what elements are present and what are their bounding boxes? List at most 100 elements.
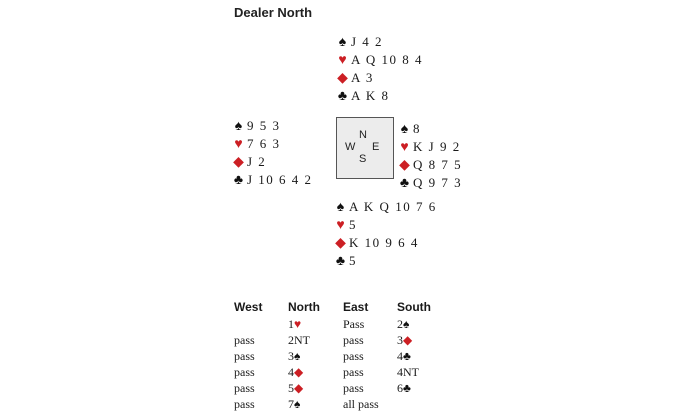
- east-hearts-cards: K J 9 2: [413, 139, 461, 154]
- bid-text: Pass: [343, 317, 365, 331]
- bid-suit-icon: ♠: [294, 397, 301, 411]
- bid-text: 2: [397, 317, 403, 331]
- south-spades-line: ♠ A K Q 10 7 6: [334, 198, 437, 216]
- bid-text: pass: [234, 333, 255, 347]
- spades-icon: ♠: [336, 200, 345, 215]
- east-clubs-line: ♣Q 9 7 3: [398, 174, 462, 192]
- bid-south: 6♣: [397, 380, 411, 396]
- bid-text: all pass: [343, 397, 379, 411]
- south-diamonds-line: ◆K 10 9 6 4: [334, 234, 437, 252]
- bid-south: 4♣: [397, 348, 411, 364]
- bid-east: pass: [343, 380, 364, 396]
- bid-east: all pass: [343, 396, 379, 412]
- west-hearts-cards: 7 6 3: [247, 136, 281, 151]
- bid-suit-icon: ♠: [294, 349, 301, 363]
- bid-north: 7♠: [288, 396, 300, 412]
- bid-north: 4◆: [288, 364, 303, 380]
- south-clubs-cards: 5: [349, 253, 357, 268]
- bid-suit-icon: ◆: [294, 381, 304, 395]
- bid-text: pass: [343, 381, 364, 395]
- header-south: South: [397, 300, 431, 314]
- west-diamonds-line: ◆J 2: [232, 153, 313, 171]
- diamonds-icon: ◆: [335, 236, 346, 251]
- hearts-icon: ♥: [400, 140, 409, 155]
- bid-north: 2NT: [288, 332, 310, 348]
- bid-north: 3♠: [288, 348, 300, 364]
- south-hearts-cards: 5: [349, 217, 357, 232]
- bid-text: 6: [397, 381, 403, 395]
- west-spades-line: ♠ 9 5 3: [232, 117, 313, 135]
- compass-north-label: N: [359, 129, 367, 141]
- bid-text: pass: [343, 333, 364, 347]
- bid-east: Pass: [343, 316, 364, 332]
- bid-west: pass: [234, 332, 255, 348]
- clubs-icon: ♣: [399, 176, 410, 191]
- hearts-icon: ♥: [234, 137, 243, 152]
- spades-icon: ♠: [400, 122, 409, 137]
- bid-south: 2♠: [397, 316, 409, 332]
- bid-text: pass: [234, 381, 255, 395]
- east-diamonds-cards: Q 8 7 5: [413, 157, 463, 172]
- spades-icon: ♠: [338, 35, 347, 50]
- compass-east-label: E: [372, 141, 380, 153]
- diamonds-icon: ◆: [399, 158, 410, 173]
- south-diamonds-cards: K 10 9 6 4: [349, 235, 419, 250]
- east-diamonds-line: ◆Q 8 7 5: [398, 156, 462, 174]
- bid-west: pass: [234, 396, 255, 412]
- north-clubs-line: ♣A K 8: [336, 87, 423, 105]
- south-hand: ♠A K Q 10 7 6♥5◆K 10 9 6 4♣5: [334, 198, 437, 270]
- bid-east: pass: [343, 332, 364, 348]
- bid-east: pass: [343, 364, 364, 380]
- west-hand: ♠9 5 3♥7 6 3◆J 2♣J 10 6 4 2: [232, 117, 313, 189]
- bid-text: 3: [288, 349, 294, 363]
- east-clubs-cards: Q 9 7 3: [413, 175, 463, 190]
- diamonds-icon: ◆: [233, 155, 244, 170]
- east-spades-cards: 8: [413, 121, 421, 136]
- header-west: West: [234, 300, 263, 314]
- bid-text: 1: [288, 317, 294, 331]
- bid-north: 1♥: [288, 316, 301, 332]
- bid-text: 2NT: [288, 333, 310, 347]
- bid-text: 4: [397, 349, 403, 363]
- bid-text: pass: [234, 397, 255, 411]
- spades-icon: ♠: [234, 119, 243, 134]
- east-hand: ♠8♥K J 9 2◆Q 8 7 5♣Q 9 7 3: [398, 120, 462, 192]
- bid-suit-icon: ♠: [403, 317, 410, 331]
- hearts-icon: ♥: [336, 218, 345, 233]
- header-east: East: [343, 300, 369, 314]
- bid-text: 7: [288, 397, 294, 411]
- east-hearts-line: ♥ K J 9 2: [398, 138, 462, 156]
- bid-suit-icon: ♣: [403, 349, 411, 363]
- bid-text: pass: [343, 365, 364, 379]
- north-hand: ♠J 4 2♥A Q 10 8 4◆A 3♣A K 8: [336, 33, 423, 105]
- bid-suit-icon: ♥: [294, 317, 302, 331]
- west-diamonds-cards: J 2: [247, 154, 267, 169]
- bid-west: pass: [234, 348, 255, 364]
- west-spades-cards: 9 5 3: [247, 118, 281, 133]
- deal-title: Dealer North: [234, 5, 313, 20]
- south-spades-cards: A K Q 10 7 6: [349, 199, 437, 214]
- bid-suit-icon: ◆: [294, 365, 304, 379]
- bid-south: 4NT: [397, 364, 419, 380]
- bid-west: pass: [234, 364, 255, 380]
- clubs-icon: ♣: [335, 254, 346, 269]
- hearts-icon: ♥: [338, 53, 347, 68]
- north-hearts-cards: A Q 10 8 4: [351, 52, 424, 67]
- north-diamonds-line: ◆A 3: [336, 69, 423, 87]
- bid-suit-icon: ◆: [403, 333, 413, 347]
- compass-box: N W E S: [336, 117, 394, 179]
- bid-text: 3: [397, 333, 403, 347]
- bid-text: pass: [343, 349, 364, 363]
- bid-text: 4: [288, 365, 294, 379]
- north-diamonds-cards: A 3: [351, 70, 374, 85]
- clubs-icon: ♣: [233, 173, 244, 188]
- header-north: North: [288, 300, 320, 314]
- compass-south-label: S: [359, 153, 367, 165]
- north-hearts-line: ♥ A Q 10 8 4: [336, 51, 423, 69]
- bid-south: 3◆: [397, 332, 412, 348]
- west-clubs-cards: J 10 6 4 2: [247, 172, 313, 187]
- bid-suit-icon: ♣: [403, 381, 411, 395]
- south-clubs-line: ♣5: [334, 252, 437, 270]
- south-hearts-line: ♥5: [334, 216, 437, 234]
- bid-north: 5◆: [288, 380, 303, 396]
